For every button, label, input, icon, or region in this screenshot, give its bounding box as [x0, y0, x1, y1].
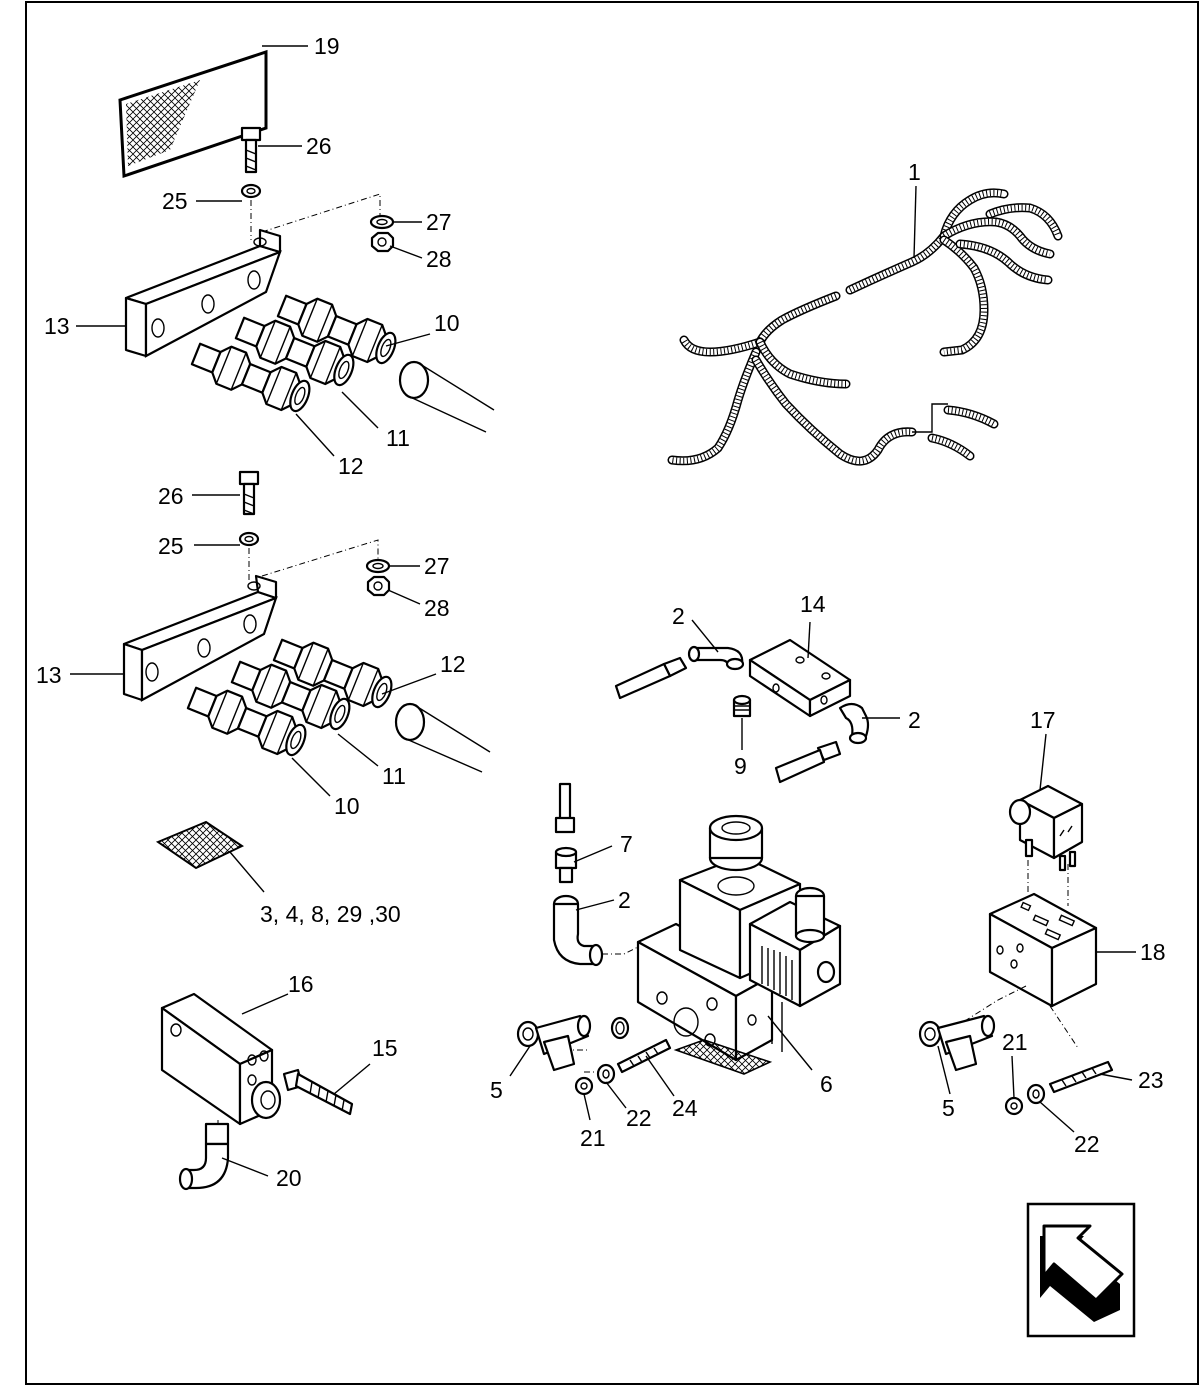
- callout-21: 21: [1002, 1029, 1028, 1055]
- callout-19: 19: [314, 33, 340, 59]
- callout-27: 27: [424, 553, 450, 579]
- washer-22-relay: [1026, 1083, 1046, 1105]
- callout-11: 11: [382, 763, 406, 789]
- hose-mid: [394, 702, 491, 773]
- callout-26: 26: [306, 133, 332, 159]
- fitting-9: [732, 694, 752, 718]
- callout-11: 11: [386, 425, 410, 451]
- valve-block-16: [160, 992, 282, 1126]
- hose-7-top: [554, 782, 576, 834]
- callout-5: 5: [942, 1095, 955, 1121]
- callout-parts-list: 3, 4, 8, 29 ,30: [260, 901, 401, 927]
- callout-28: 28: [426, 246, 452, 272]
- callout-24: 24: [672, 1095, 698, 1121]
- callout-9: 9: [734, 753, 747, 779]
- filter-pad-19: [118, 49, 268, 179]
- nut-28-mid: [366, 575, 391, 597]
- callout-25: 25: [162, 188, 188, 214]
- callout-23: 23: [1138, 1067, 1164, 1093]
- callout-10: 10: [334, 793, 360, 819]
- callout-5: 5: [490, 1077, 503, 1103]
- callout-17: 17: [1030, 707, 1056, 733]
- bolt-15: [282, 1068, 354, 1116]
- washer-22-valve: [596, 1063, 616, 1085]
- callout-2: 2: [618, 887, 631, 913]
- callout-28: 28: [424, 595, 450, 621]
- callout-25: 25: [158, 533, 184, 559]
- o-ring: [610, 1016, 630, 1040]
- callout-13: 13: [44, 313, 70, 339]
- bolt-26-mid: [238, 470, 260, 516]
- callout-15: 15: [372, 1035, 398, 1061]
- callout-7: 7: [620, 831, 633, 857]
- callout-6: 6: [820, 1071, 833, 1097]
- hose-top: [398, 360, 495, 433]
- nut-28-top: [370, 231, 395, 253]
- callout-14: 14: [800, 591, 826, 617]
- callout-labels: 19 26 25 27 28 13 10 11 12 26 25 27 28 1…: [36, 33, 1166, 1191]
- elbow-20: [178, 1122, 230, 1191]
- nut-21-relay: [1004, 1096, 1024, 1116]
- relay-17: [1008, 784, 1084, 872]
- callout-2: 2: [908, 707, 921, 733]
- connector-left: [614, 656, 688, 700]
- bracket-13-mid: [122, 574, 278, 702]
- elbow-2-valve: [552, 894, 604, 967]
- callout-10: 10: [434, 310, 460, 336]
- border: [25, 1, 1199, 1385]
- washer-25-top: [240, 183, 262, 199]
- callout-12: 12: [338, 453, 364, 479]
- stud-23: [1048, 1060, 1114, 1094]
- elbow-2-left: [687, 645, 745, 671]
- elbow-2-right: [838, 702, 870, 745]
- callout-22: 22: [626, 1105, 652, 1131]
- callout-26: 26: [158, 483, 184, 509]
- bolt-26-top: [240, 126, 262, 174]
- gasket-pad: [155, 820, 245, 870]
- callout-2: 2: [672, 603, 685, 629]
- callout-12: 12: [440, 651, 466, 677]
- relay-base-18: [988, 892, 1098, 1008]
- banjo-5-relay: [918, 1014, 996, 1072]
- nut-21-valve: [574, 1076, 594, 1096]
- callout-27: 27: [426, 209, 452, 235]
- stud-24: [616, 1038, 672, 1074]
- callout-21: 21: [580, 1125, 606, 1151]
- back-arrow-icon[interactable]: [1026, 1202, 1136, 1338]
- leader-lines: [70, 45, 1136, 1177]
- bracket-13-top: [124, 228, 282, 358]
- callout-20: 20: [276, 1165, 302, 1191]
- valve-body-6: [636, 814, 842, 1075]
- washer-27-mid: [365, 558, 391, 574]
- fitting-7: [554, 846, 578, 884]
- callout-16: 16: [288, 971, 314, 997]
- block-14: [748, 638, 852, 718]
- washer-25-mid: [238, 531, 260, 547]
- callout-22: 22: [1074, 1131, 1100, 1157]
- connector-right: [774, 740, 842, 784]
- callout-1: 1: [908, 159, 921, 185]
- wiring-harness-1: [667, 188, 1063, 466]
- callout-13: 13: [36, 662, 62, 688]
- banjo-5-valve: [516, 1014, 592, 1072]
- washer-27-top: [369, 214, 395, 230]
- callout-18: 18: [1140, 939, 1166, 965]
